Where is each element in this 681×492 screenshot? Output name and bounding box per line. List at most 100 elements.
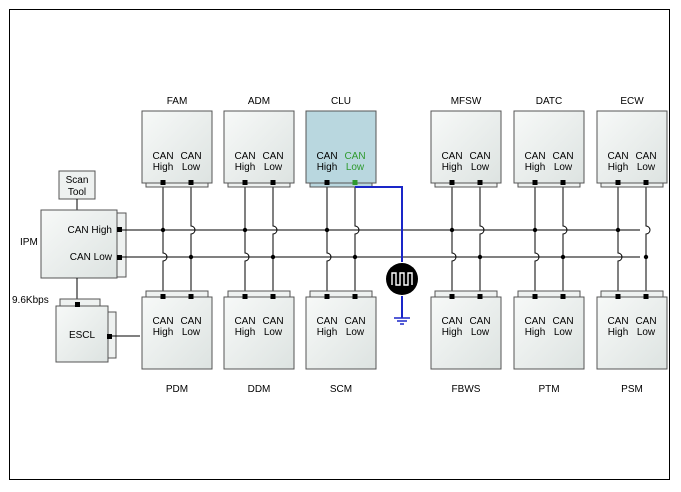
mfsw-name: MFSW bbox=[451, 96, 482, 107]
fbws-can-low-label-line2: Low bbox=[471, 327, 490, 338]
ipm-can-high-pin bbox=[117, 227, 122, 232]
escl-bus-speed: 9.6Kbps bbox=[12, 295, 49, 306]
psm-can-low-label-line1: CAN bbox=[635, 316, 656, 327]
ptm-box bbox=[513, 296, 585, 370]
clu-can-low-label-line2: Low bbox=[346, 162, 365, 173]
psm-can-high-label-line2: High bbox=[608, 327, 629, 338]
datc-can-low-label-line1: CAN bbox=[552, 151, 573, 162]
fam-can-low-label-line1: CAN bbox=[180, 151, 201, 162]
fam-can-high-pin bbox=[160, 180, 166, 185]
ipm-can-low-label: CAN Low bbox=[70, 252, 113, 263]
mfsw-can-low-label-line1: CAN bbox=[469, 151, 490, 162]
clu-can-low-label-line1: CAN bbox=[344, 151, 365, 162]
square-wave-icon bbox=[391, 272, 413, 286]
ecw-box bbox=[596, 110, 668, 184]
adm-can-low-label-line2: Low bbox=[264, 162, 283, 173]
psm-name: PSM bbox=[621, 384, 643, 395]
ptm-can-high-pin bbox=[532, 294, 538, 299]
escl-pin-side bbox=[107, 334, 112, 339]
fam-can-high-label-line1: CAN bbox=[152, 151, 173, 162]
pdm-box bbox=[141, 296, 213, 370]
fam-box bbox=[141, 110, 213, 184]
module-stub-wires bbox=[112, 185, 651, 337]
oscilloscope-probe bbox=[355, 186, 418, 325]
ecw-can-high-label-line1: CAN bbox=[607, 151, 628, 162]
pdm-can-low-label-line1: CAN bbox=[180, 316, 201, 327]
fam-can-high-label-line2: High bbox=[153, 162, 174, 173]
ipm-can-low-pin bbox=[117, 255, 122, 260]
fam-name: FAM bbox=[167, 96, 188, 107]
datc-can-high-label-line2: High bbox=[525, 162, 546, 173]
escl-box bbox=[55, 305, 109, 363]
scm-box bbox=[305, 296, 377, 370]
clu-can-high-pin bbox=[324, 180, 330, 185]
ipm-name: IPM bbox=[20, 237, 38, 248]
pdm-can-high-label-line2: High bbox=[153, 327, 174, 338]
fbws-box bbox=[430, 296, 502, 370]
scm-can-low-pin bbox=[352, 294, 358, 299]
ptm-can-low-label-line2: Low bbox=[554, 327, 573, 338]
mfsw-can-high-pin bbox=[449, 180, 455, 185]
ptm-can-high-label-line1: CAN bbox=[524, 316, 545, 327]
ddm-can-low-pin bbox=[270, 294, 276, 299]
clu-can-high-label-line1: CAN bbox=[316, 151, 337, 162]
pdm-can-low-pin bbox=[188, 294, 194, 299]
pdm-can-high-label-line1: CAN bbox=[152, 316, 173, 327]
mfsw-box bbox=[430, 110, 502, 184]
fbws-can-high-pin bbox=[449, 294, 455, 299]
scm-can-high-pin bbox=[324, 294, 330, 299]
ecw-can-high-pin bbox=[615, 180, 621, 185]
mfsw-can-high-label-line1: CAN bbox=[441, 151, 462, 162]
adm-can-high-label-line2: High bbox=[235, 162, 256, 173]
diagram-frame bbox=[9, 9, 670, 480]
adm-name: ADM bbox=[248, 96, 270, 107]
escl-module: ESCL bbox=[55, 298, 117, 363]
ddm-can-low-label-line1: CAN bbox=[262, 316, 283, 327]
fam-can-low-pin bbox=[188, 180, 194, 185]
escl-name: ESCL bbox=[69, 330, 96, 341]
can-modules: FAMCANHighCANLowADMCANHighCANLowCLUCANHi… bbox=[141, 96, 668, 395]
adm-can-high-label-line1: CAN bbox=[234, 151, 255, 162]
psm-box bbox=[596, 296, 668, 370]
ptm-can-high-label-line2: High bbox=[525, 327, 546, 338]
oscilloscope-probe-icon bbox=[386, 263, 418, 295]
datc-name: DATC bbox=[536, 96, 562, 107]
ipm-box bbox=[40, 209, 118, 279]
psm-can-high-label-line1: CAN bbox=[607, 316, 628, 327]
datc-can-low-label-line2: Low bbox=[554, 162, 573, 173]
scan-tool: Scan Tool bbox=[58, 170, 96, 200]
mfsw-can-low-pin bbox=[477, 180, 483, 185]
can-bus-lines bbox=[122, 229, 640, 258]
datc-box bbox=[513, 110, 585, 184]
fbws-can-low-label-line1: CAN bbox=[469, 316, 490, 327]
ecw-low-stub bbox=[645, 185, 651, 257]
ecw-name: ECW bbox=[620, 96, 644, 107]
clu-box bbox=[305, 110, 377, 184]
pdm-high-stub bbox=[162, 230, 168, 294]
clu-low-stub bbox=[354, 185, 360, 257]
ddm-name: DDM bbox=[248, 384, 271, 395]
scm-can-low-label-line2: Low bbox=[346, 327, 365, 338]
psm-can-low-label-line2: Low bbox=[637, 327, 656, 338]
scm-can-high-label-line1: CAN bbox=[316, 316, 337, 327]
scm-can-low-label-line1: CAN bbox=[344, 316, 365, 327]
fbws-high-stub bbox=[451, 230, 457, 294]
adm-box bbox=[223, 110, 295, 184]
fbws-can-low-pin bbox=[477, 294, 483, 299]
ptm-name: PTM bbox=[538, 384, 559, 395]
adm-can-low-pin bbox=[270, 180, 276, 185]
clu-can-high-label-line2: High bbox=[317, 162, 338, 173]
ecw-can-high-label-line2: High bbox=[608, 162, 629, 173]
psm-high-stub bbox=[617, 230, 623, 294]
ipm-can-high-label: CAN High bbox=[68, 225, 112, 236]
